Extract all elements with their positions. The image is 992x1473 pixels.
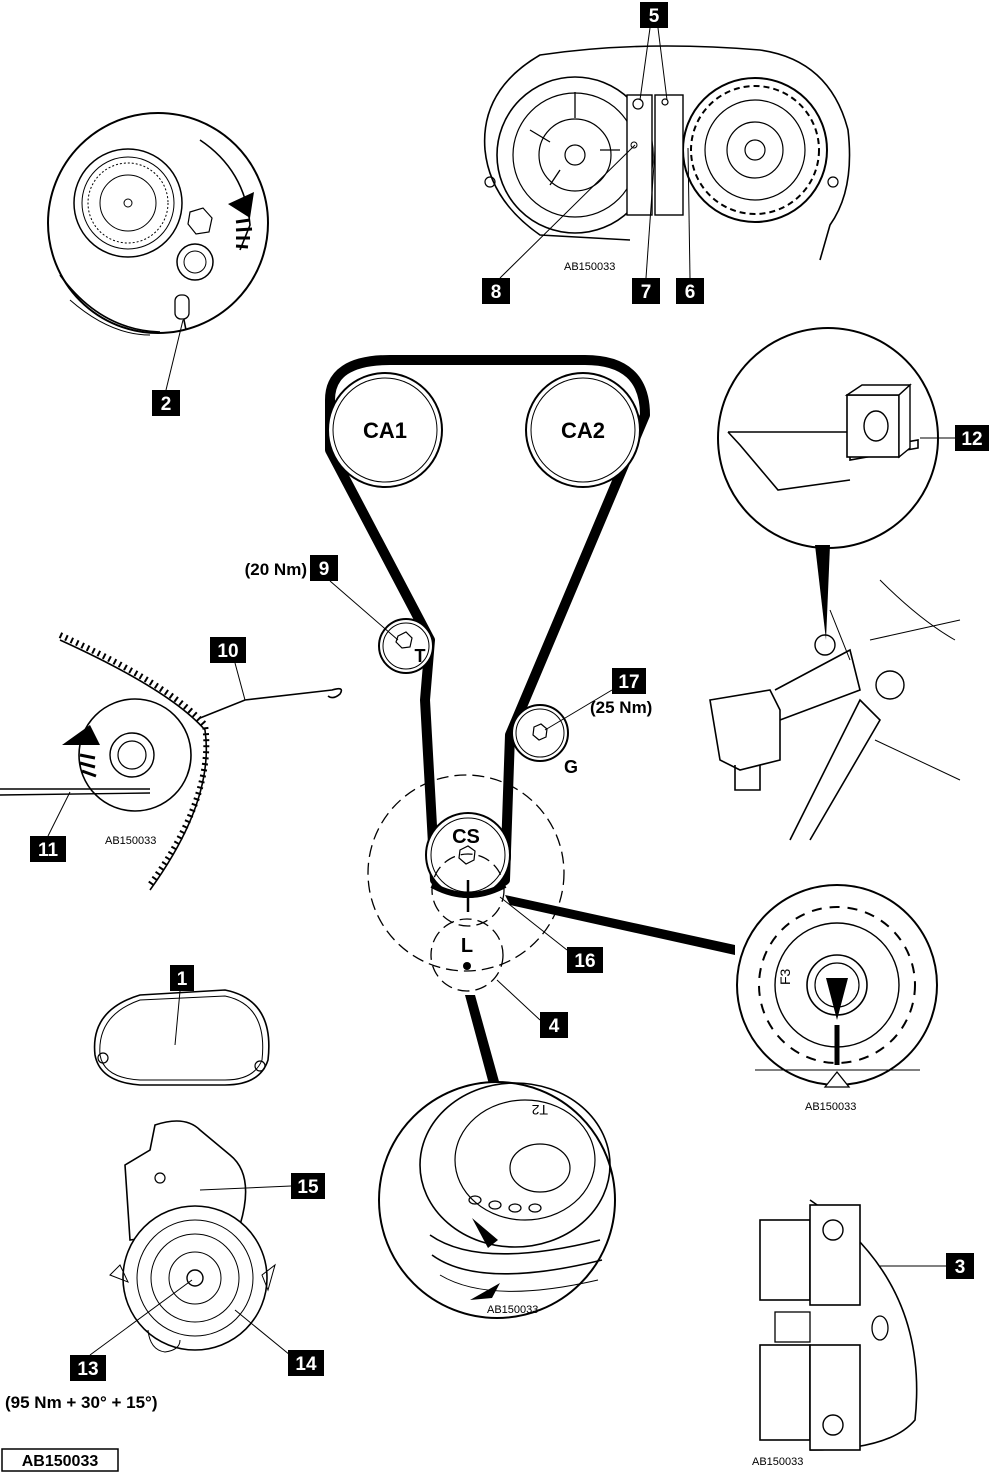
- callout-11: 11: [30, 791, 71, 862]
- svg-text:9: 9: [319, 559, 330, 580]
- camshaft-pulley-ca2: CA2: [525, 372, 641, 488]
- crank-sprocket-detail: F3 AB150033: [505, 884, 938, 1113]
- svg-text:17: 17: [618, 672, 639, 693]
- belt-tension-detail: AB150033: [0, 632, 343, 891]
- torque-9: (20 Nm): [245, 560, 307, 579]
- callout-1: 1: [170, 965, 194, 1046]
- callout-12: 12: [920, 425, 989, 451]
- ref-tensioner: AB150033: [105, 835, 156, 847]
- mark-f3: F3: [777, 968, 793, 985]
- callout-9: 9 (20 Nm): [245, 555, 399, 641]
- callout-17: 17 (25 Nm): [544, 668, 652, 731]
- svg-text:8: 8: [491, 282, 502, 303]
- torque-13: (95 Nm + 30° + 15°): [5, 1393, 158, 1412]
- svg-text:6: 6: [685, 282, 696, 303]
- svg-text:4: 4: [549, 1016, 560, 1037]
- ref-tool: AB150033: [752, 1456, 803, 1468]
- crankshaft-pulley-cs: CS: [425, 812, 511, 912]
- tensioner-pulley-t: T: [378, 618, 434, 674]
- g-label: G: [564, 757, 578, 777]
- callout-6: 6: [676, 147, 704, 304]
- ref-main: AB150033: [22, 1453, 99, 1470]
- callout-13: 13 (95 Nm + 30° + 15°): [5, 1279, 193, 1412]
- callout-4: 4: [496, 979, 568, 1038]
- svg-text:13: 13: [77, 1359, 98, 1380]
- ref-sprocket: AB150033: [805, 1101, 856, 1113]
- svg-text:7: 7: [641, 282, 652, 303]
- svg-text:16: 16: [574, 951, 595, 972]
- callout-16: 16: [499, 896, 603, 973]
- callout-10: 10: [210, 637, 246, 701]
- callout-15: 15: [199, 1173, 325, 1199]
- mark-t2: T2: [531, 1102, 548, 1118]
- svg-text:12: 12: [961, 429, 982, 450]
- damper-pulley-detail: T2 AB150033: [378, 995, 616, 1319]
- dashed-circle-large: [367, 774, 565, 972]
- dashed-circle-small: [431, 853, 505, 927]
- tensioner-assembly-detail: [109, 1120, 276, 1353]
- svg-text:5: 5: [649, 6, 660, 27]
- svg-text:15: 15: [297, 1177, 319, 1198]
- callout-5: 5: [639, 2, 668, 101]
- callout-3: 3: [880, 1253, 974, 1279]
- svg-text:2: 2: [161, 394, 172, 415]
- svg-text:10: 10: [217, 641, 238, 662]
- callout-8: 8: [482, 144, 636, 304]
- svg-text:11: 11: [38, 840, 59, 861]
- camshaft-pulley-ca1: CA1: [327, 372, 443, 488]
- l-dot: [463, 962, 471, 970]
- callout-14: 14: [234, 1309, 324, 1376]
- idler-pulley-g: G: [511, 704, 578, 777]
- ca2-label: CA2: [561, 418, 605, 443]
- locking-tool-detail: [709, 327, 961, 841]
- torque-17: (25 Nm): [590, 698, 652, 717]
- main-reference: AB150033: [1, 1448, 119, 1472]
- timing-belt-layout: CA1 CA2 T G CS: [325, 355, 650, 992]
- l-label: L: [461, 935, 473, 957]
- ref-top: AB150033: [564, 261, 615, 273]
- t-label: T: [415, 646, 426, 666]
- svg-text:1: 1: [177, 969, 188, 990]
- cs-label: CS: [452, 826, 480, 848]
- camshaft-sprocket-detail: AB150033: [483, 45, 851, 273]
- callout-7: 7: [632, 149, 660, 304]
- tensioner-detail: [47, 112, 269, 336]
- svg-text:3: 3: [955, 1257, 966, 1278]
- ca1-label: CA1: [363, 418, 407, 443]
- timing-tool-detail: AB150033: [752, 1199, 918, 1468]
- dashed-circle-l: [430, 918, 504, 992]
- callout-2: 2: [152, 319, 184, 416]
- svg-text:14: 14: [295, 1354, 317, 1375]
- cover-detail: [93, 989, 270, 1086]
- ref-damper: AB150033: [487, 1304, 538, 1316]
